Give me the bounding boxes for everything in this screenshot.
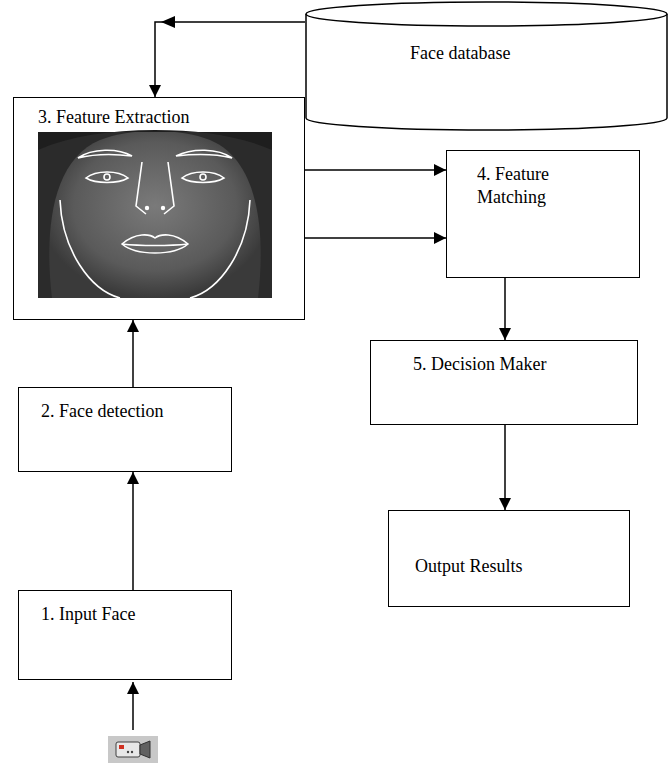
cylinder-outline bbox=[305, 2, 668, 130]
process-box: 5. Decision Maker bbox=[370, 340, 638, 425]
input-arrow bbox=[132, 682, 134, 730]
arrow-connector bbox=[504, 425, 506, 510]
process-box: 1. Input Face bbox=[18, 590, 232, 680]
node-label: Output Results bbox=[415, 555, 523, 578]
arrow-connector bbox=[155, 22, 305, 97]
arrow-connector bbox=[504, 278, 506, 340]
node-label: Face database bbox=[410, 42, 510, 65]
process-box: 4. Feature Matching bbox=[446, 150, 640, 278]
process-box: 3. Feature Extraction bbox=[13, 97, 305, 320]
cylinder-body bbox=[306, 14, 667, 130]
camera-icon bbox=[108, 736, 158, 763]
node-label: 4. Feature Matching bbox=[477, 163, 589, 208]
node-label: 1. Input Face bbox=[41, 603, 135, 626]
face-illustration bbox=[38, 130, 272, 298]
arrow-connector bbox=[305, 169, 446, 171]
arrow-connector bbox=[132, 320, 134, 387]
database-cylinder: Face database bbox=[305, 2, 668, 130]
arrow-connector bbox=[305, 237, 446, 239]
node-label: 5. Decision Maker bbox=[413, 353, 546, 376]
process-box: 2. Face detection bbox=[18, 387, 232, 472]
node-label: 3. Feature Extraction bbox=[38, 106, 189, 129]
output-box: Output Results bbox=[388, 510, 630, 607]
cylinder-top bbox=[306, 2, 667, 26]
arrowhead bbox=[161, 16, 175, 28]
node-label: 2. Face detection bbox=[41, 400, 163, 423]
arrow-connector bbox=[132, 472, 134, 590]
